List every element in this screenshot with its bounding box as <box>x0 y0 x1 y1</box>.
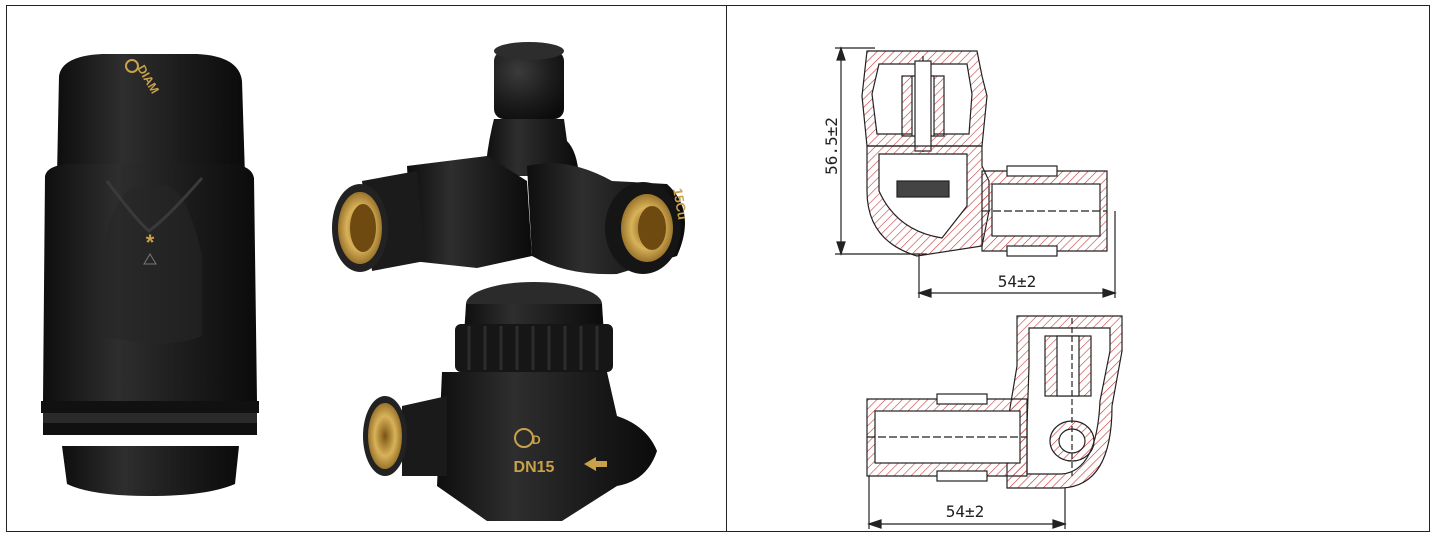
thermostatic-head-photo: * DIAM <box>41 54 259 496</box>
bottom-width-dimension-label: 54±2 <box>946 502 985 521</box>
height-dimension-label: 56.5±2 <box>822 117 841 175</box>
flow-arrow-icon <box>584 457 607 471</box>
image-frame <box>6 5 1430 532</box>
pipe-size-label: 15Cu <box>670 187 690 221</box>
brand-logo-icon: D <box>514 428 541 448</box>
svg-text:D: D <box>532 433 541 447</box>
product-photo-panel: * DIAM 15Cu <box>7 6 725 531</box>
top-width-dimension-label: 54±2 <box>998 272 1037 291</box>
snowflake-mark: * <box>146 230 155 255</box>
top-section-drawing <box>835 46 1117 298</box>
panel-divider <box>726 5 727 532</box>
lockshield-valve-photo: D DN15 <box>363 282 657 521</box>
angle-valve-photo: 15Cu <box>332 42 690 275</box>
nominal-size-label: DN15 <box>514 459 555 476</box>
bottom-section-drawing <box>866 315 1123 529</box>
technical-drawing-panel: 56.5±2 54±2 54±2 <box>727 6 1429 531</box>
